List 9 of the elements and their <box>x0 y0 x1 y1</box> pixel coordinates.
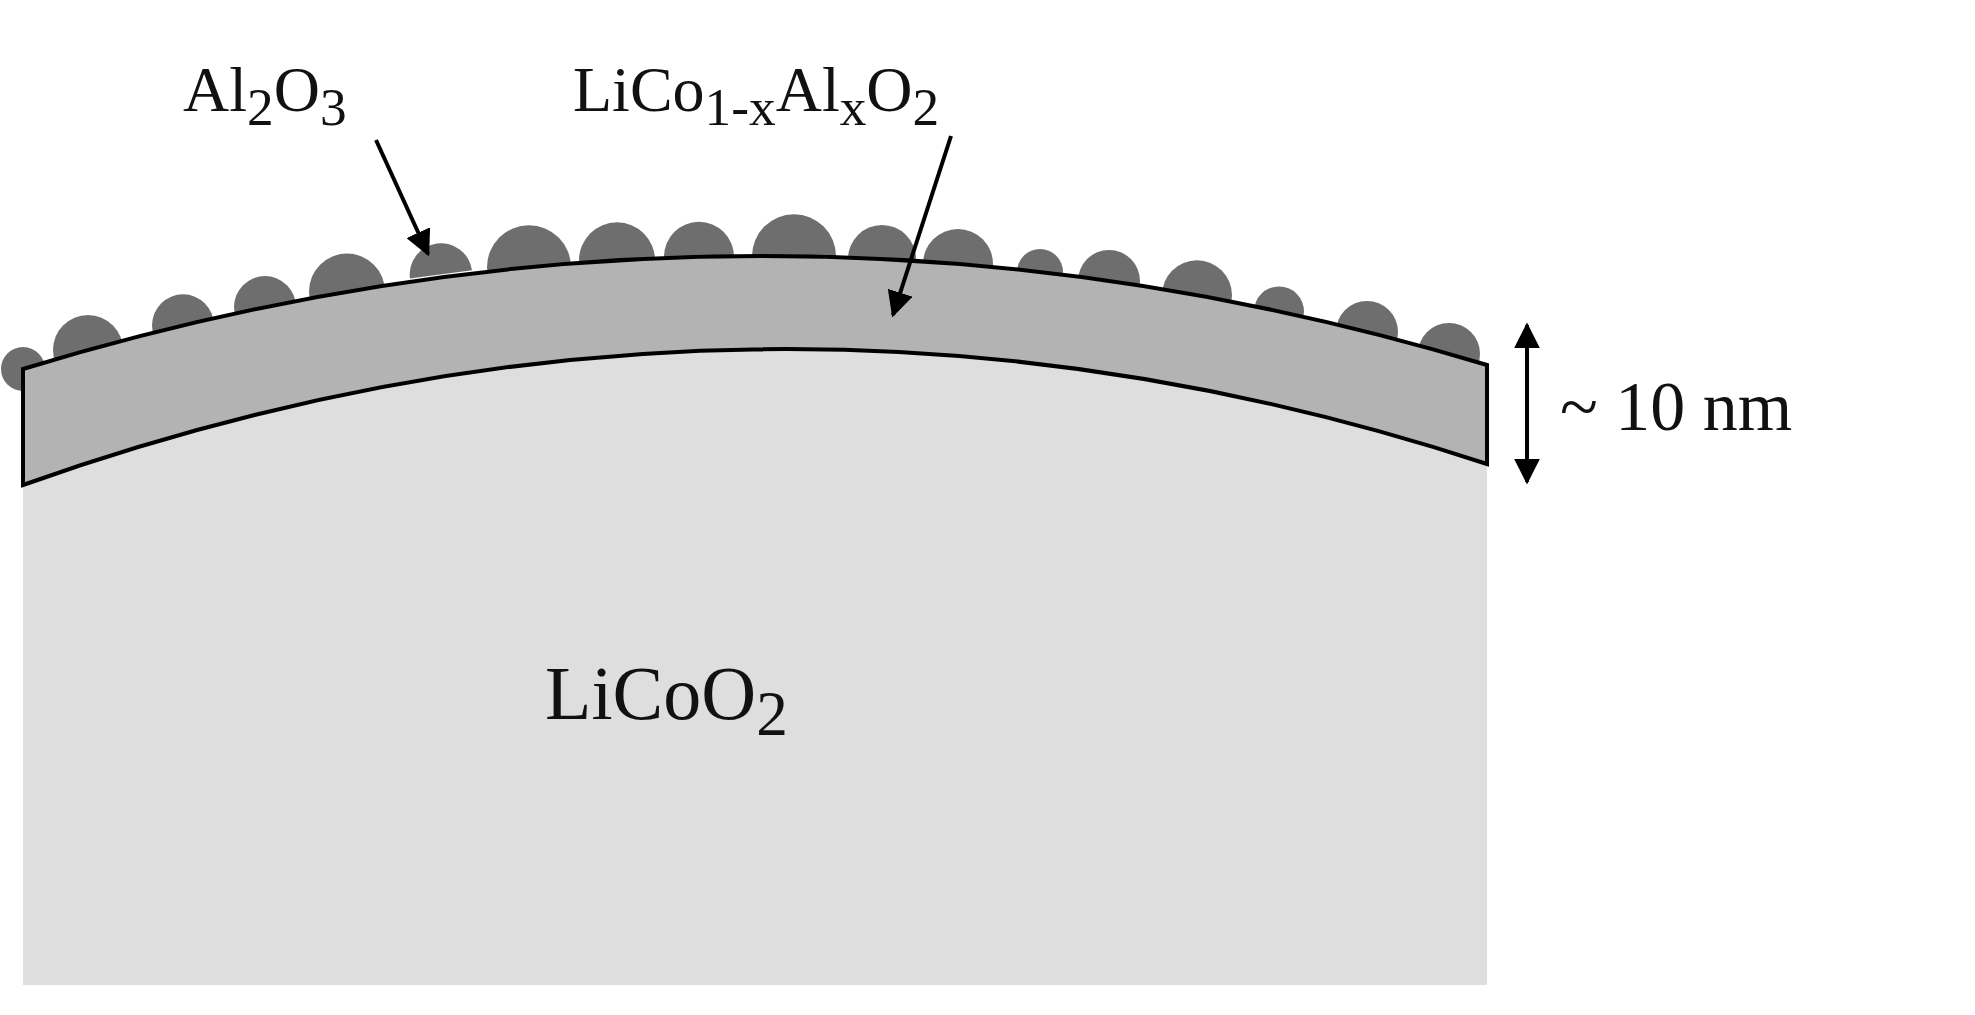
layer-label: Al$_{2}$O$_{3}$ <box>183 58 347 135</box>
leader-arrow <box>887 135 953 318</box>
coating-layer <box>21 254 1489 487</box>
leader-arrow <box>374 139 431 257</box>
dimension-label: ~ 10 nm <box>1560 372 1793 442</box>
region-label: LiCoO$_{2}$ <box>545 655 788 747</box>
layer-label: LiCo$_{1-x}$Al$_{x}$O$_{2}$ <box>573 58 940 135</box>
alumina-particle <box>409 243 472 279</box>
core-region <box>23 349 1487 985</box>
